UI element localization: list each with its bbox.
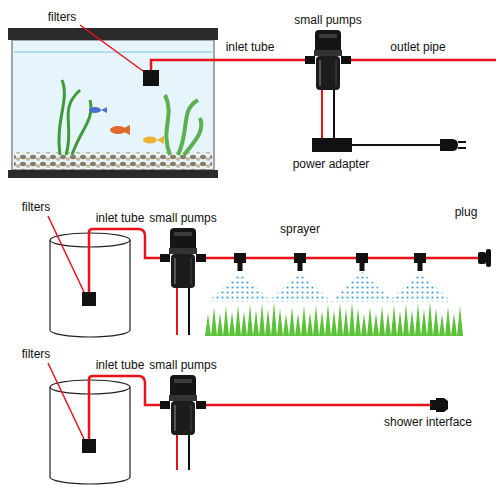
- part-label: plug: [455, 205, 478, 219]
- part-label: small pumps: [149, 358, 216, 372]
- spray-cone: [388, 272, 452, 302]
- sprayer-tee: [234, 253, 246, 271]
- part-label: filters: [48, 10, 77, 24]
- part-label: filters: [22, 347, 51, 361]
- part-label: inlet tube: [96, 211, 145, 225]
- part-label: inlet tube: [226, 40, 275, 54]
- sprayer-tee: [356, 253, 368, 271]
- part-label: outlet pipe: [390, 40, 445, 54]
- sprayer-tees: [234, 253, 426, 271]
- bucket-panel-2: [48, 216, 160, 337]
- spray-cone: [208, 272, 272, 302]
- spray-line: [205, 249, 491, 336]
- part-label: shower interface: [384, 415, 472, 429]
- pump-panel-1: [305, 30, 466, 152]
- pipes-panel-1: [80, 25, 496, 86]
- aquarium: [8, 28, 218, 178]
- part-label: small pumps: [294, 13, 361, 27]
- sprayer-tee: [414, 253, 426, 271]
- spray-cone: [330, 272, 394, 302]
- pump-panel-2: [160, 228, 206, 335]
- part-label: filters: [22, 200, 51, 214]
- bucket-panel-3: [48, 363, 160, 484]
- part-label: power adapter: [293, 157, 370, 171]
- part-label: sprayer: [280, 222, 320, 236]
- grass: [205, 302, 463, 336]
- sprayer-tee: [294, 253, 306, 271]
- spray-cone: [268, 272, 332, 302]
- part-label: small pumps: [149, 211, 216, 225]
- spray-cones: [208, 272, 452, 302]
- part-label: inlet tube: [96, 358, 145, 372]
